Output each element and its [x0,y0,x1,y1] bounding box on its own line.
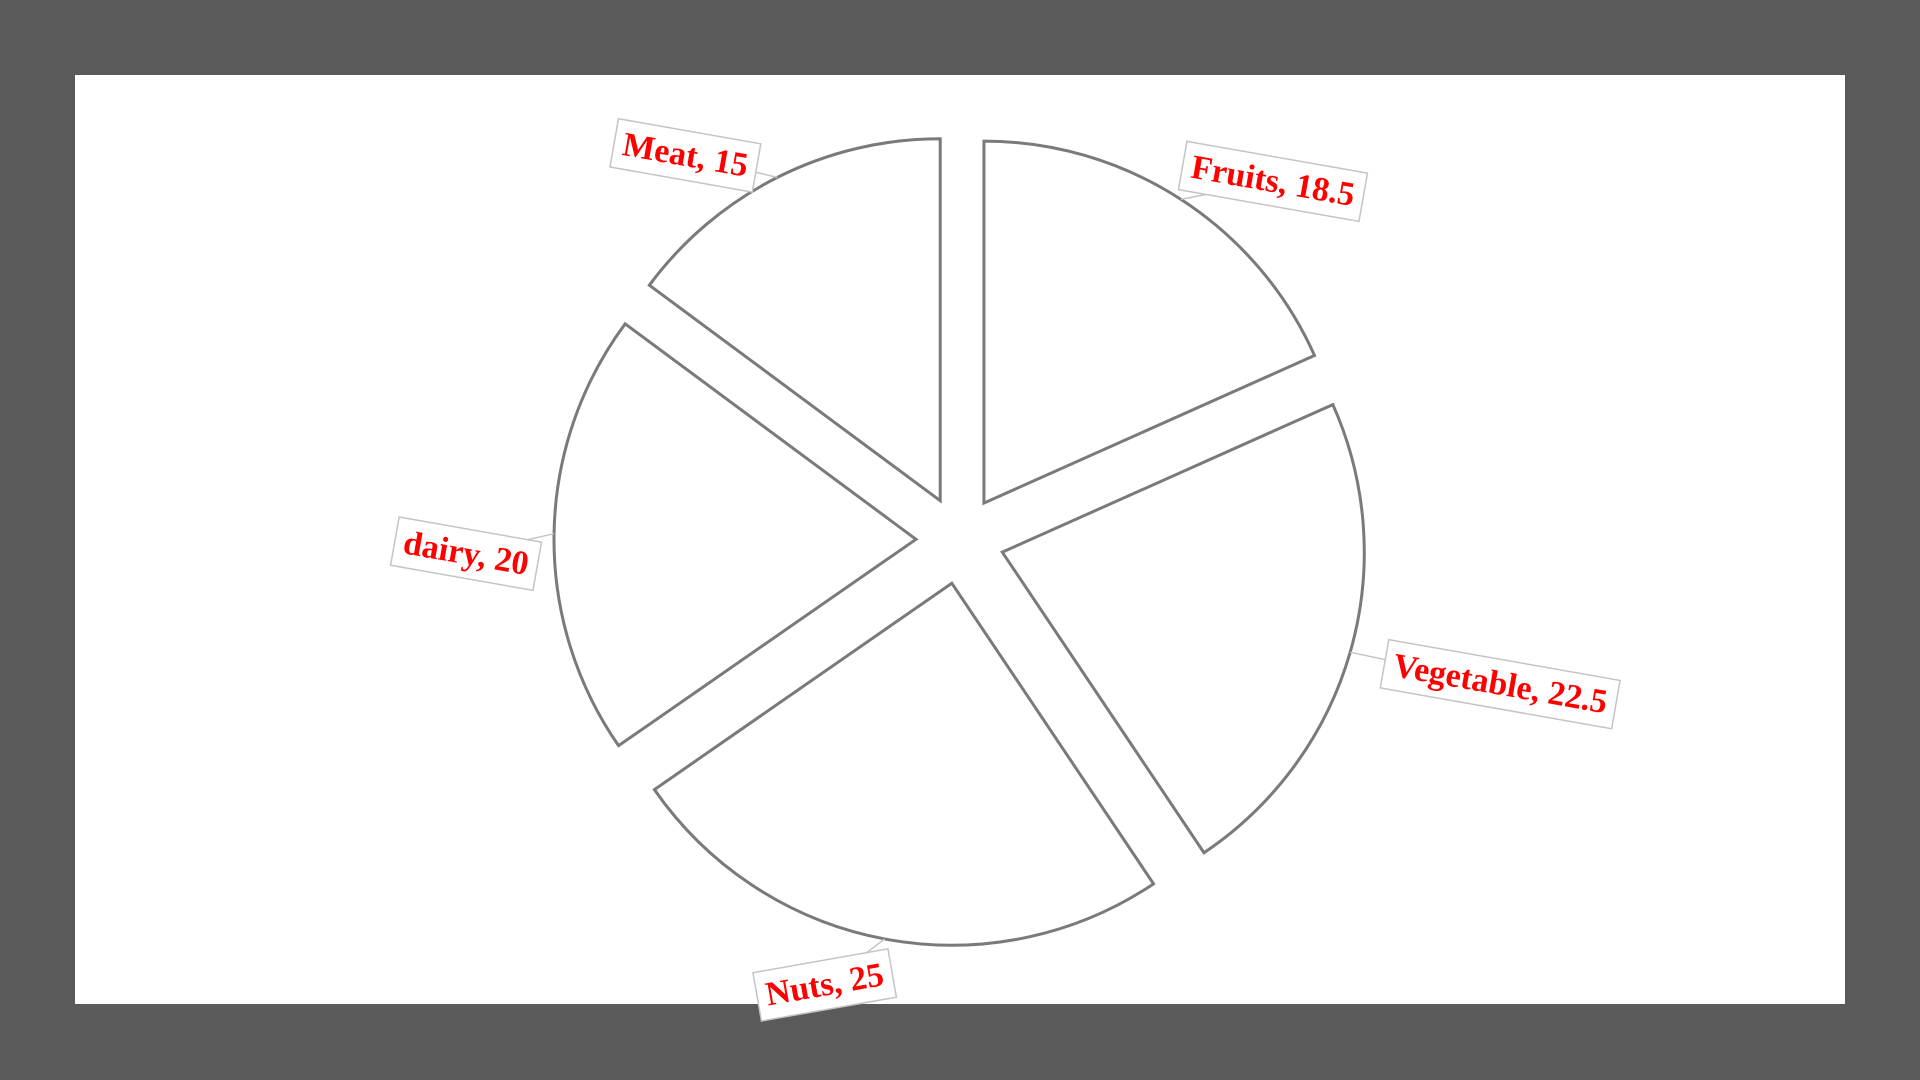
pie-slice-nuts [652,581,1156,947]
data-label-box [389,516,543,592]
pie-slice-fruits [982,139,1317,506]
pie-slice-dairy [552,321,919,748]
data-label-box [1379,638,1621,730]
data-label-box [609,117,762,193]
pie-slice-meat [647,137,942,504]
data-label-box [1177,140,1369,223]
data-label-box [752,948,898,1022]
pie-slices [552,137,1366,947]
